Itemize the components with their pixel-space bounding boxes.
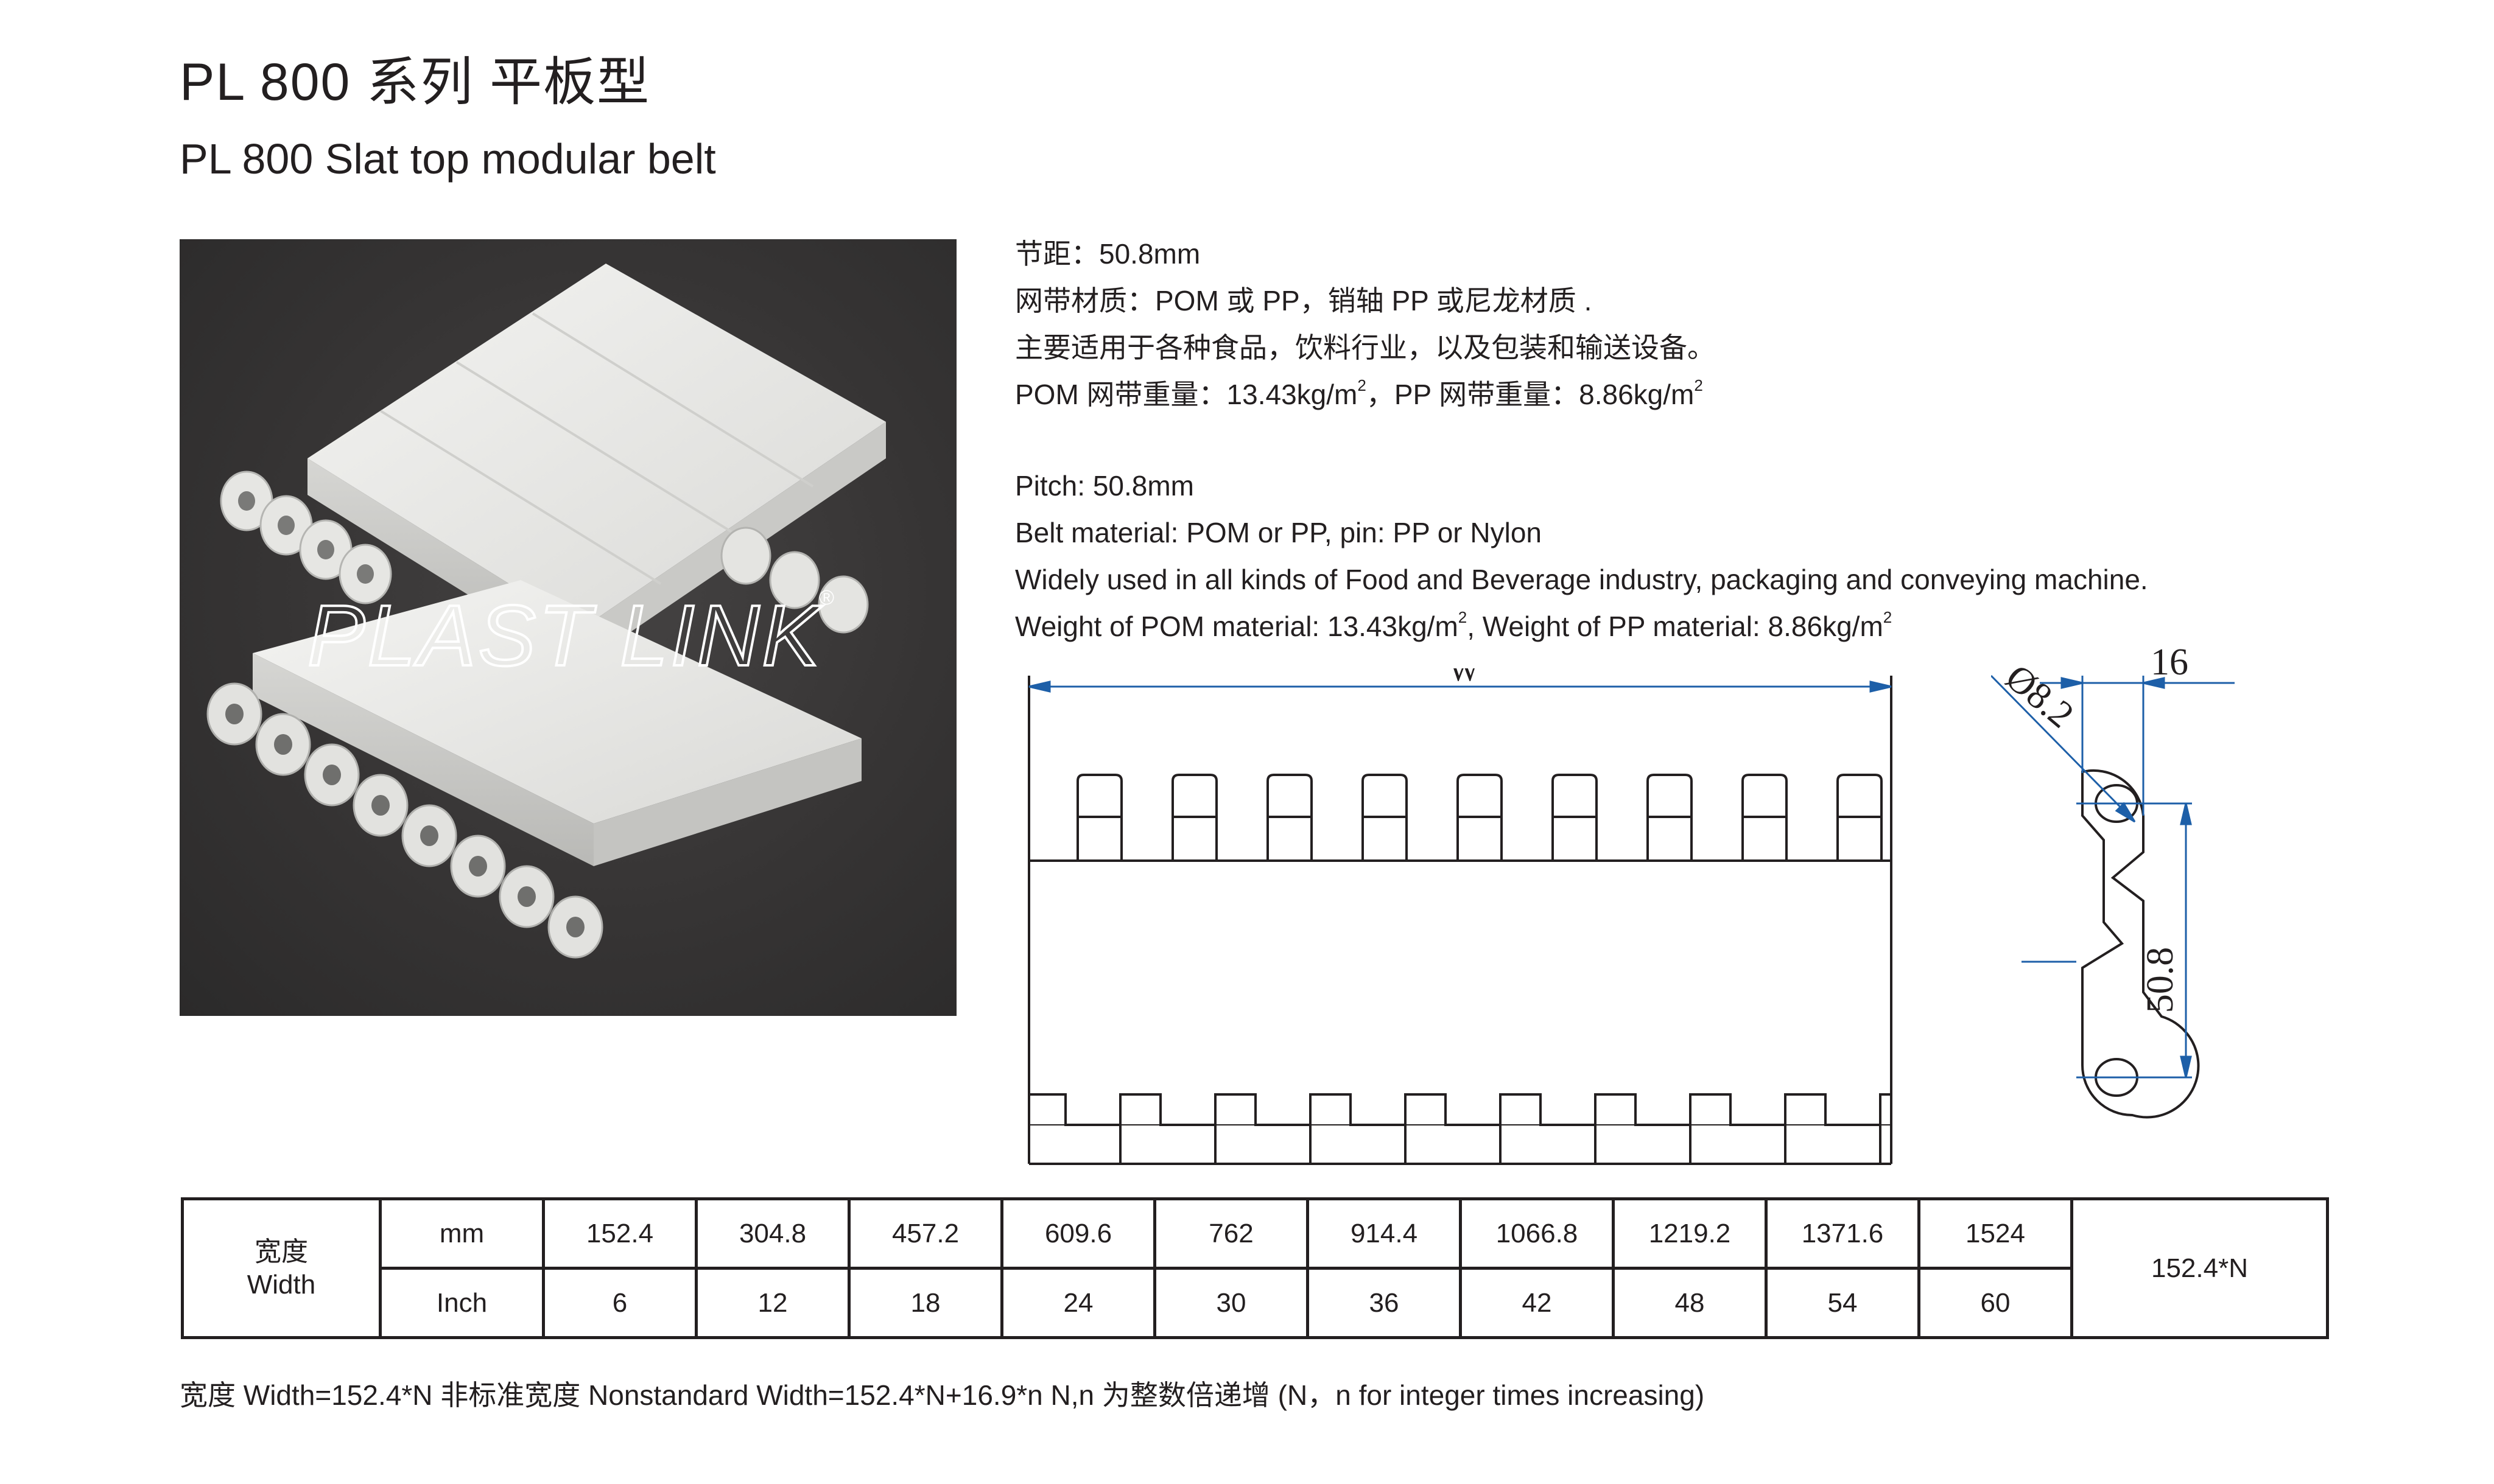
- table-cell: 36: [1306, 1267, 1462, 1339]
- top-tooth: [1361, 774, 1408, 861]
- row-label-inch: Inch: [379, 1267, 545, 1339]
- width-header-cell: 宽度 Width: [181, 1197, 382, 1339]
- spec-en-weight: Weight of POM material: 13.43kg/m2, Weig…: [1015, 603, 2148, 650]
- spec-cn-weight-pom: POM 网带重量：13.43kg/m: [1015, 379, 1358, 410]
- width-table: 宽度 Width mm 152.4 304.8 457.2 609.6 762 …: [181, 1197, 2329, 1339]
- bottom-teeth: [1028, 1093, 1892, 1164]
- table-row-mm: 宽度 Width mm 152.4 304.8 457.2 609.6 762 …: [181, 1197, 2329, 1339]
- table-cell: 24: [1000, 1267, 1156, 1339]
- thickness-dimension-label: 16: [2151, 642, 2188, 683]
- spec-en-sq-1: 2: [1458, 607, 1467, 626]
- table-cell: 609.6: [1000, 1197, 1156, 1270]
- top-tooth: [1551, 774, 1598, 861]
- top-tooth: [1171, 774, 1218, 861]
- table-cell: 1371.6: [1765, 1197, 1920, 1270]
- spec-cn-sq-2: 2: [1694, 376, 1703, 394]
- width-dimension-label: W: [1449, 668, 1479, 688]
- front-view-svg: W: [1028, 653, 1892, 1165]
- spec-cn-material: 网带材质：POM 或 PP，销轴 PP 或尼龙材质 .: [1015, 285, 1592, 317]
- specs-cn: 节距：50.8mm 网带材质：POM 或 PP，销轴 PP 或尼龙材质 . 主要…: [1015, 231, 1715, 418]
- table-cell: 42: [1459, 1267, 1615, 1339]
- spec-en-pitch: Pitch: 50.8mm: [1015, 470, 1194, 502]
- table-cell: 60: [1917, 1267, 2073, 1339]
- width-header-en: Width: [247, 1269, 316, 1300]
- top-teeth: [1077, 774, 1883, 861]
- front-view-drawing: W: [1023, 653, 1906, 1183]
- top-tooth: [1077, 774, 1123, 861]
- top-tooth: [1646, 774, 1693, 861]
- specs-en: Pitch: 50.8mm Belt material: POM or PP, …: [1015, 463, 2148, 650]
- table-cell: 152.4: [542, 1197, 698, 1270]
- table-cell: 1066.8: [1459, 1197, 1615, 1270]
- spec-en-sq-2: 2: [1883, 607, 1892, 626]
- belt-photo-illustration: PLAST LINK ®: [206, 264, 886, 959]
- page-title-cn: PL 800 系列 平板型: [180, 53, 651, 111]
- table-cell: 30: [1153, 1267, 1309, 1339]
- table-cell: 18: [848, 1267, 1003, 1339]
- spec-en-weight-pom: Weight of POM material: 13.43kg/m: [1015, 611, 1458, 642]
- spec-cn-weight-pp: ，PP 网带重量：8.86kg/m: [1366, 379, 1695, 410]
- top-tooth: [1456, 774, 1503, 861]
- table-cell: 12: [695, 1267, 851, 1339]
- row-label-mm: mm: [379, 1197, 545, 1270]
- spec-cn-weight: POM 网带重量：13.43kg/m2，PP 网带重量：8.86kg/m2: [1015, 371, 1715, 418]
- top-tooth: [1266, 774, 1313, 861]
- table-cell: 457.2: [848, 1197, 1003, 1270]
- side-view-drawing: 16 Ø8.2 50.8: [1990, 639, 2235, 1166]
- spec-en-usage: Widely used in all kinds of Food and Bev…: [1015, 564, 2148, 595]
- pitch-dimension-label: 50.8: [2140, 947, 2181, 1013]
- footnote: 宽度 Width=152.4*N 非标准宽度 Nonstandard Width…: [180, 1379, 1705, 1411]
- bottom-profile: [1029, 1093, 1891, 1126]
- page-title-en: PL 800 Slat top modular belt: [180, 135, 716, 183]
- watermark-text: PLAST LINK: [307, 587, 823, 684]
- spec-en-weight-pp: , Weight of PP material: 8.86kg/m: [1467, 611, 1883, 642]
- table-cell: 762: [1153, 1197, 1309, 1270]
- table-cell: 48: [1612, 1267, 1768, 1339]
- top-tooth: [1741, 774, 1788, 861]
- top-tooth: [1836, 774, 1883, 861]
- spec-en-material: Belt material: POM or PP, pin: PP or Nyl…: [1015, 517, 1542, 548]
- table-cell: 6: [542, 1267, 698, 1339]
- watermark-registered-mark: ®: [819, 586, 834, 609]
- width-header-cn: 宽度: [255, 1236, 308, 1267]
- table-cell: 1219.2: [1612, 1197, 1768, 1270]
- table-cell: 1524: [1917, 1197, 2073, 1270]
- table-cell: 54: [1765, 1267, 1920, 1339]
- spec-cn-sq-1: 2: [1357, 376, 1366, 394]
- width-formula-cell: 152.4*N: [2070, 1197, 2329, 1339]
- table-cell: 914.4: [1306, 1197, 1462, 1270]
- product-photo: PLAST LINK ®: [180, 239, 957, 1016]
- side-view-svg: 16 Ø8.2 50.8: [1990, 642, 2235, 1119]
- table-cell: 304.8: [695, 1197, 851, 1270]
- table-row-inch: Inch 6 12 18 24 30 36 42 48 54 60: [183, 1267, 2328, 1339]
- spec-cn-usage: 主要适用于各种食品，饮料行业，以及包装和输送设备。: [1015, 332, 1715, 363]
- spec-cn-pitch: 节距：50.8mm: [1015, 238, 1201, 270]
